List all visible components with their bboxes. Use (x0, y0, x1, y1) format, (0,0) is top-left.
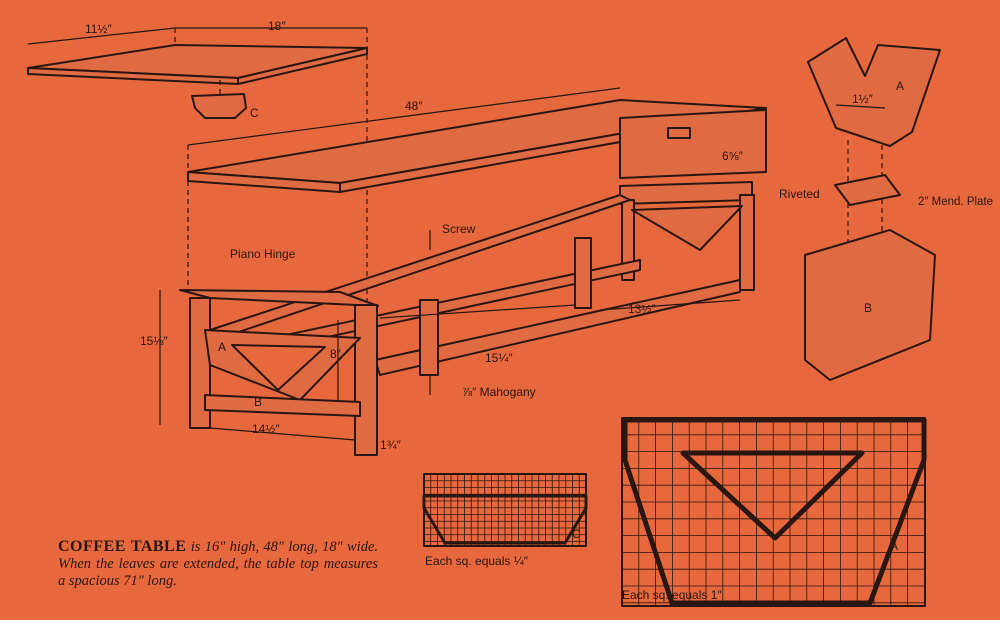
rail-span-right-dim: 13½″ (628, 302, 656, 316)
part-b-label: B (254, 395, 262, 409)
brace-height-dim: 8″ (330, 347, 342, 361)
part-a-label: A (218, 340, 226, 354)
height-dim: 15⅛″ (140, 334, 168, 348)
detail-b-label: B (864, 301, 872, 315)
pattern-c-label: C (572, 527, 581, 541)
detail-a-label: A (896, 79, 904, 93)
pattern-a-label: A (890, 539, 898, 553)
joint-detail (804, 37, 941, 381)
pattern-grid-c (423, 473, 587, 546)
end-width-dim: 14½″ (252, 422, 280, 436)
scale-large-text: Each sq. equals 1″ (622, 588, 722, 602)
mend-plate-label: 2″ Mend. Plate (918, 196, 993, 208)
rail-span-dim: 15¼″ (485, 351, 513, 365)
screw-label: Screw (442, 222, 476, 236)
caption-text: is 16″ high, 48″ long, 18″ wide. When th… (58, 539, 378, 589)
leaf-width-dim: 11½″ (85, 22, 112, 36)
detail-width-dim: 1½″ (852, 92, 874, 106)
piano-hinge-label: Piano Hinge (230, 247, 296, 261)
table-base (179, 181, 755, 456)
material-label: ⅞″ Mahogany (462, 385, 536, 399)
leaf-length-dim: 18″ (268, 19, 286, 33)
caption-title: COFFEE TABLE (58, 538, 187, 555)
leaf-block-label: C (250, 106, 259, 120)
apron-height-dim: 6⅝″ (722, 149, 744, 163)
riveted-label: Riveted (779, 187, 820, 201)
caption: COFFEE TABLE is 16″ high, 48″ long, 18″ … (58, 538, 378, 590)
top-length-dim: 48″ (405, 99, 423, 113)
leg-thickness-dim: 1¾″ (380, 438, 402, 452)
table-top (187, 87, 767, 290)
scale-small-label: Each sq. equals ¼″ (425, 554, 529, 568)
